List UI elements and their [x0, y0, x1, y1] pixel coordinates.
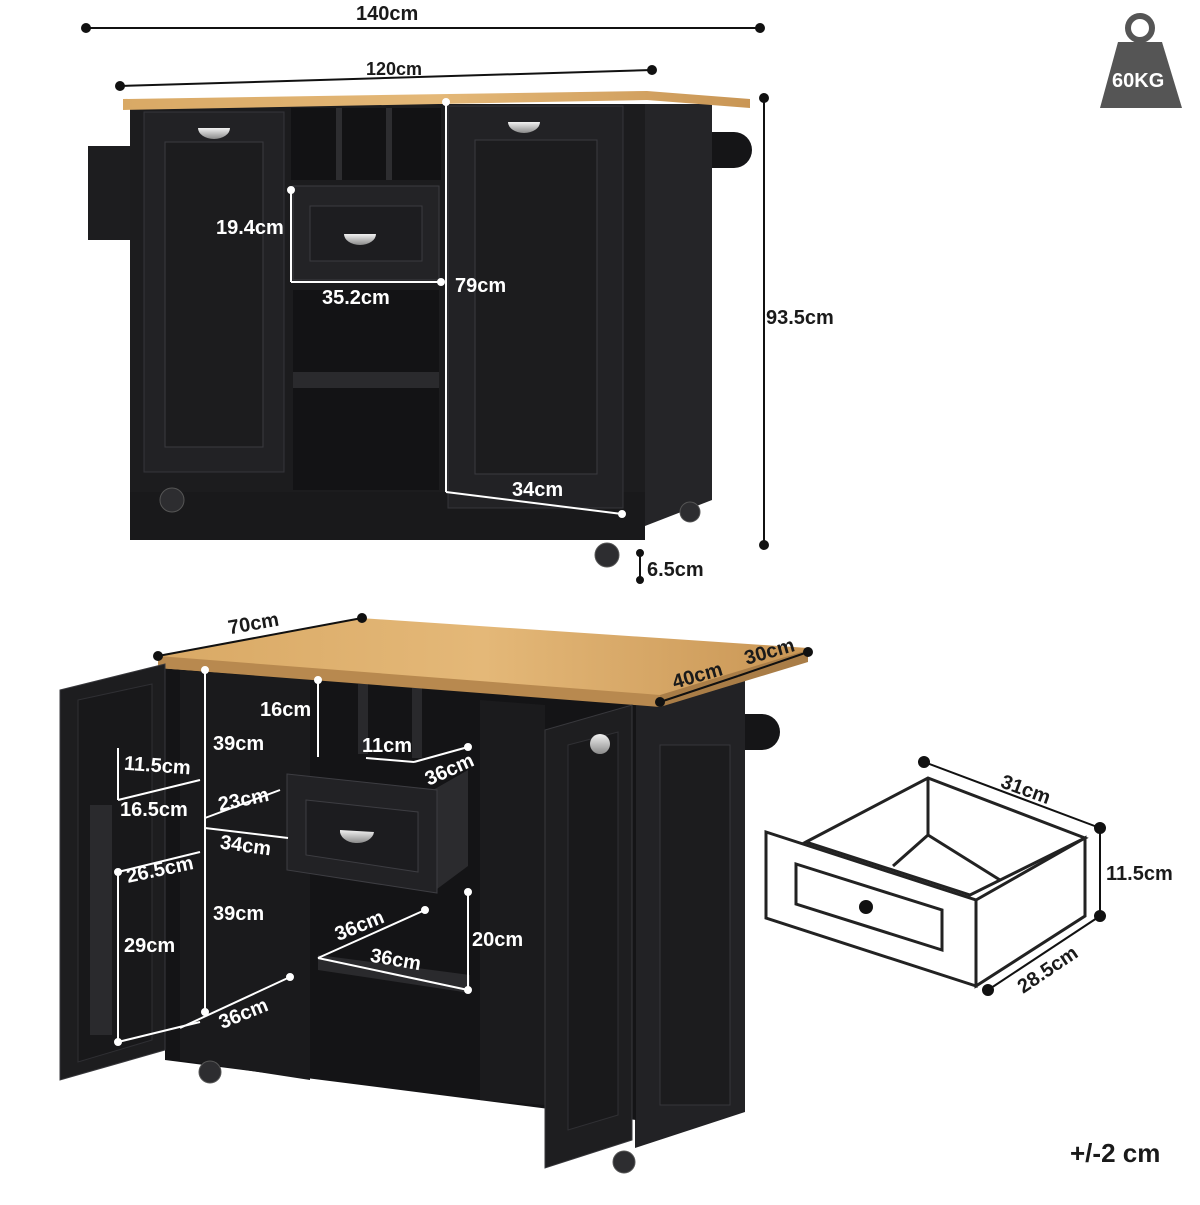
- door-shelf-height-label: 16.5cm: [120, 799, 188, 821]
- left-door-panel: [164, 141, 264, 448]
- wood-countertop: [123, 91, 750, 110]
- open-left-compartment: [180, 670, 310, 1080]
- cubby-width-label: 11cm: [362, 735, 413, 757]
- open-right-door-panel: [567, 731, 619, 1131]
- drawer-detail-side: [974, 835, 1087, 989]
- open-view-interior-lines: [114, 666, 472, 1046]
- drawer-detail-inner-edge: [892, 833, 929, 868]
- top-width-label: 120cm: [366, 59, 423, 79]
- open-caster-wheel-icon: [198, 1060, 222, 1084]
- lower-height-label: 39cm: [213, 903, 265, 925]
- wheel-height-label: 6.5cm: [647, 559, 704, 581]
- front-view-interior-lines: [287, 98, 626, 518]
- drawer-width-label: 35.2cm: [322, 287, 390, 309]
- center-shelf: [293, 372, 439, 388]
- caster-wheel-icon: [679, 501, 701, 523]
- drawer-detail-inner-edge: [927, 833, 1001, 882]
- interior-height-label: 79cm: [455, 275, 507, 297]
- door-shelf-gap-label: 11.5cm: [123, 752, 192, 780]
- open-wood-countertop: [158, 618, 808, 705]
- left-drawer-pull-icon: [198, 128, 230, 139]
- center-drawer-pull-icon: [344, 234, 376, 245]
- open-cubby-divider: [412, 688, 422, 758]
- center-cubbies: [291, 108, 441, 180]
- open-pulled-drawer-side: [433, 770, 468, 892]
- center-shelves: [293, 290, 439, 490]
- drawer-detail-knob-icon: [859, 900, 873, 914]
- weight-capacity-label: 60KG: [1112, 70, 1165, 92]
- side-spice-rack: [88, 146, 132, 240]
- weight-icon: [1100, 13, 1182, 108]
- open-right-compartment: [480, 700, 545, 1105]
- door-width-label: 34cm: [512, 479, 564, 501]
- drawer-height-detail-label: 11.5cm: [1106, 863, 1173, 885]
- caster-wheel-icon: [159, 487, 185, 513]
- upper-height-label: 39cm: [213, 733, 265, 755]
- cabinet-side-panel: [645, 104, 712, 526]
- front-view-dimension-lines: [81, 23, 769, 584]
- open-cubby-divider: [358, 684, 368, 754]
- center-drawer-panel: [309, 205, 423, 262]
- drawer-detail-dimension-lines: [918, 756, 1106, 996]
- tolerance-label: +/-2 cm: [1070, 1138, 1161, 1168]
- height-label: 93.5cm: [766, 307, 834, 329]
- door-lower-height-label: 29cm: [124, 935, 176, 957]
- open-drawer-pull-icon: [339, 830, 374, 844]
- open-side-panel-inset: [659, 744, 731, 1106]
- right-door-panel: [474, 139, 598, 475]
- open-caster-wheel-icon: [612, 1150, 636, 1174]
- open-view-cabinet: [59, 618, 808, 1174]
- front-view-cabinet: [88, 91, 752, 568]
- open-door-shelf: [90, 805, 112, 1035]
- right-drawer-pull-icon: [508, 122, 540, 133]
- total-width-label: 140cm: [356, 3, 419, 25]
- shelf-height-label: 20cm: [472, 929, 524, 951]
- open-wood-countertop-edge: [158, 656, 660, 707]
- drawer-height-label: 19.4cm: [216, 217, 284, 239]
- drawer-detail: [764, 776, 1089, 989]
- open-view-dimension-lines: [153, 613, 813, 707]
- cubby-height-label: 16cm: [260, 699, 312, 721]
- open-door-knob-icon: [590, 734, 610, 754]
- caster-wheel-icon: [594, 542, 620, 568]
